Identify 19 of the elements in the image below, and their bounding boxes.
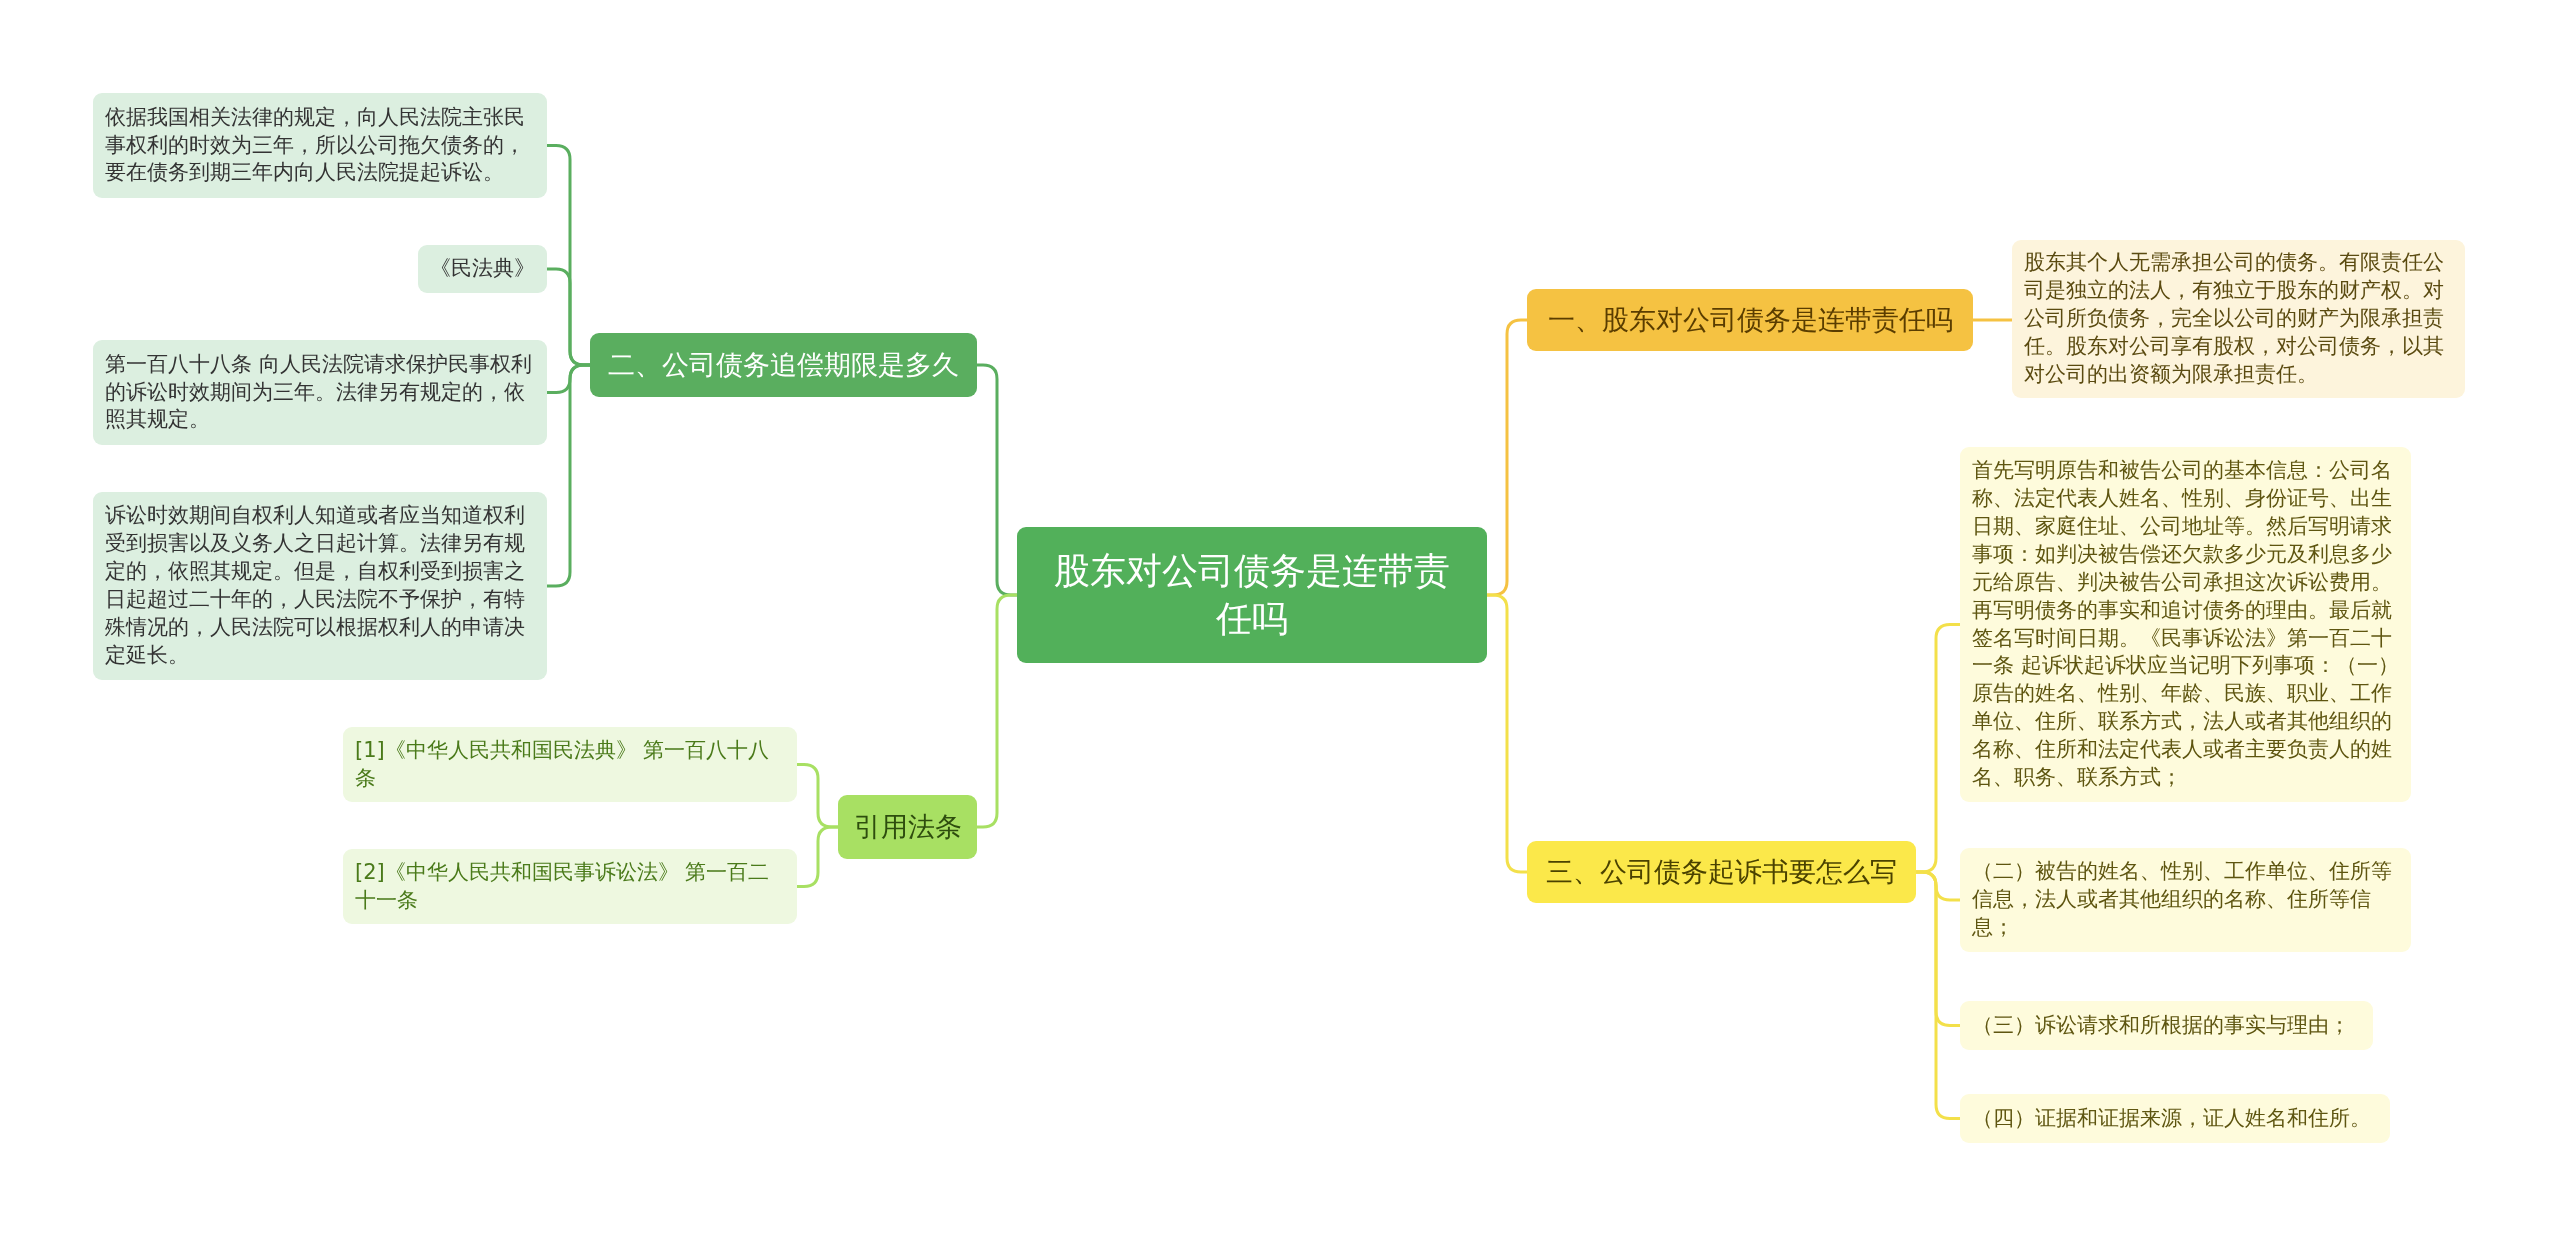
connector (1916, 870, 1960, 1120)
branch-box: 引用法条 (838, 795, 977, 859)
connector (547, 363, 590, 588)
note-box: 第一百八十八条 向人民法院请求保护民事权利的诉讼时效期间为三年。法律另有规定的，依照其规定。 (93, 340, 547, 445)
note-box: [2]《中华人民共和国民事诉讼法》 第一百二十一条 (343, 849, 797, 924)
note-box: 股东其个人无需承担公司的债务。有限责任公司是独立的法人，有独立于股东的财产权。对公司所负债务，完全以公司的财产为限承担责任。股东对公司享有股权，对公司债务，以其对公司的出资额为限承担责任。 (2012, 240, 2465, 398)
note-box: 首先写明原告和被告公司的基本信息：公司名称、法定代表人姓名、性别、身份证号、出生日期、家庭住址、公司地址等。然后写明请求事项：如判决被告偿还欠款多少元及利息多少元给原告、判决被告公司承担这次诉讼费用。再写明债务的事实和追讨债务的理由。最后就签名写时间日期。《民事诉讼法》第一百二十一条 起诉状起诉状应当记明下列事项：（一）原告的姓名、性别、年龄、民族、职业、工作单位、住所、联系方式，法人或者其他组织的名称、住所和法定代表人或者主要负责人的姓名、职务、联系方式； (1960, 447, 2411, 802)
note-box: 《民法典》 (418, 245, 547, 293)
note-box: [1]《中华人民共和国民法典》 第一百八十八条 (343, 727, 797, 802)
branch-box: 三、公司债务起诉书要怎么写 (1527, 841, 1916, 903)
note-box: （三）诉讼请求和所根据的事实与理由； (1960, 1001, 2373, 1050)
note-box: 依据我国相关法律的规定，向人民法院主张民事权利的时效为三年，所以公司拖欠债务的，要在债务到期三年内向人民法院提起诉讼。 (93, 93, 547, 198)
topic-box: 股东对公司债务是连带责任吗 (1017, 527, 1487, 663)
note-box: （二）被告的姓名、性别、工作单位、住所等信息，法人或者其他组织的名称、住所等信息； (1960, 848, 2411, 952)
note-box: 诉讼时效期间自权利人知道或者应当知道权利受到损害以及义务人之日起计算。法律另有规定的，依照其规定。但是，自权利受到损害之日起超过二十年的，人民法院不予保护，有特殊情况的，人民法院可以根据权利人的申请决定延长。 (93, 492, 547, 680)
connector (1973, 318, 2012, 322)
branch-box: 一、股东对公司债务是连带责任吗 (1527, 289, 1973, 351)
note-box: （四）证据和证据来源，证人姓名和住所。 (1960, 1094, 2390, 1143)
branch-box: 二、公司债务追偿期限是多久 (590, 333, 977, 397)
